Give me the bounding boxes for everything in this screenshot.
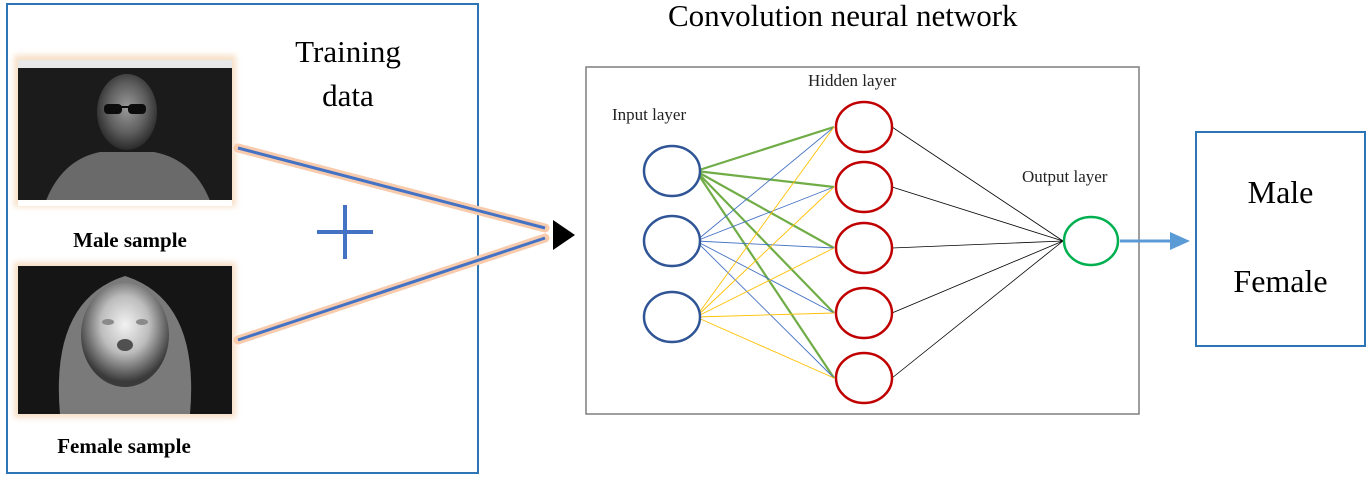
- hidden-node-1: [834, 100, 894, 154]
- output-female-label: Female: [1233, 263, 1328, 299]
- hidden-layer-label: Hidden layer: [808, 71, 897, 90]
- training-title-line1: Training: [295, 34, 401, 69]
- male-to-network-arrow: [237, 146, 546, 230]
- edge-input-3-hidden-2: [695, 186, 835, 318]
- female-sample-label: Female sample: [57, 434, 191, 458]
- network-title: Convolution neural network: [668, 0, 1018, 33]
- input-hidden-edges: [695, 125, 835, 379]
- network-nodes: [642, 100, 1120, 405]
- input-layer-label: Input layer: [612, 105, 687, 124]
- edge-input-1-hidden-3: [695, 170, 835, 249]
- edge-input-3-hidden-4: [695, 312, 835, 318]
- arrow-head-icon: [553, 220, 575, 250]
- output-classes-box: [1195, 131, 1366, 347]
- edge-hidden-3-output: [891, 240, 1064, 249]
- edge-input-3-hidden-5: [695, 316, 835, 379]
- female-to-network-arrow: [237, 236, 546, 342]
- hidden-node-2: [834, 160, 894, 214]
- edge-input-1-hidden-1: [695, 125, 835, 173]
- training-data-frame: [6, 3, 479, 474]
- input-node-2: [642, 214, 702, 268]
- edge-input-1-hidden-2: [695, 169, 835, 189]
- edge-hidden-1-output: [891, 126, 1064, 242]
- edge-input-1-hidden-5: [695, 170, 835, 379]
- edge-input-2-hidden-2: [695, 186, 835, 242]
- hidden-node-4: [834, 286, 894, 340]
- female-thermal-image: [14, 262, 236, 418]
- male-sample-label: Male sample: [73, 228, 187, 252]
- edge-input-2-hidden-1: [695, 126, 835, 242]
- input-node-3: [642, 290, 702, 344]
- input-node-1: [642, 144, 702, 198]
- hidden-node-5: [834, 351, 894, 405]
- output-layer-label: Output layer: [1022, 167, 1108, 186]
- edge-input-2-hidden-5: [695, 240, 835, 379]
- edge-input-1-hidden-4: [695, 170, 835, 314]
- edge-input-2-hidden-4: [695, 240, 835, 314]
- edge-hidden-4-output: [891, 240, 1064, 314]
- male-thermal-image: [14, 55, 236, 207]
- output-arrow: [1120, 232, 1190, 250]
- edge-input-2-hidden-3: [695, 240, 835, 249]
- plus-icon: [317, 205, 373, 259]
- input-arrows: [233, 143, 575, 345]
- output-node: [1062, 215, 1120, 267]
- edge-input-3-hidden-1: [695, 126, 835, 318]
- edge-hidden-5-output: [891, 240, 1064, 379]
- hidden-output-edges: [891, 126, 1064, 379]
- edge-hidden-2-output: [891, 186, 1064, 242]
- edge-input-3-hidden-3: [695, 247, 835, 318]
- training-title-line2: data: [322, 78, 374, 113]
- output-arrow-head-icon: [1170, 232, 1190, 250]
- hidden-node-3: [834, 221, 894, 275]
- training-data-title: Training data: [278, 30, 418, 118]
- output-male-label: Male: [1247, 174, 1314, 210]
